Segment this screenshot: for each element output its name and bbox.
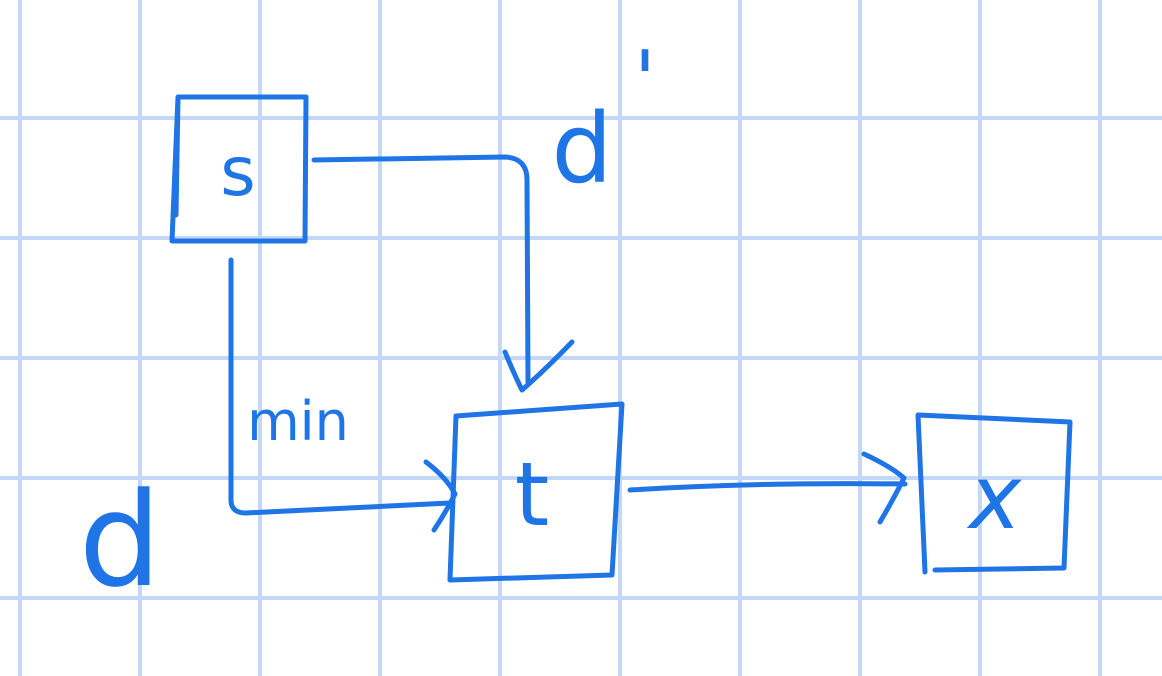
node-x-box [915,412,1073,575]
edge-s-to-t-left [228,257,458,533]
node-x: x [915,412,1073,575]
node-t-box [447,401,625,583]
edge-t-to-x-line [627,481,908,493]
edge-t-to-x [627,451,908,525]
label-d: d [79,464,162,616]
edge-s-to-t-left-line [228,257,453,516]
node-t-label: t [515,443,550,546]
arrowhead-right-icon [861,451,907,525]
label-d-prime: d [552,93,613,205]
node-x-label: x [966,446,1022,549]
arrowhead-right-icon [423,459,458,533]
edge-s-to-t-top [311,154,575,393]
node-t: t [447,401,625,583]
node-s-label: s [220,133,255,212]
edge-s-to-t-top-line [311,154,531,385]
node-s-box [169,94,309,244]
node-s: s [169,94,309,244]
arrowhead-down-icon [502,339,575,393]
label-min: min [247,390,349,453]
label-d-prime-mark: ' [634,34,656,127]
